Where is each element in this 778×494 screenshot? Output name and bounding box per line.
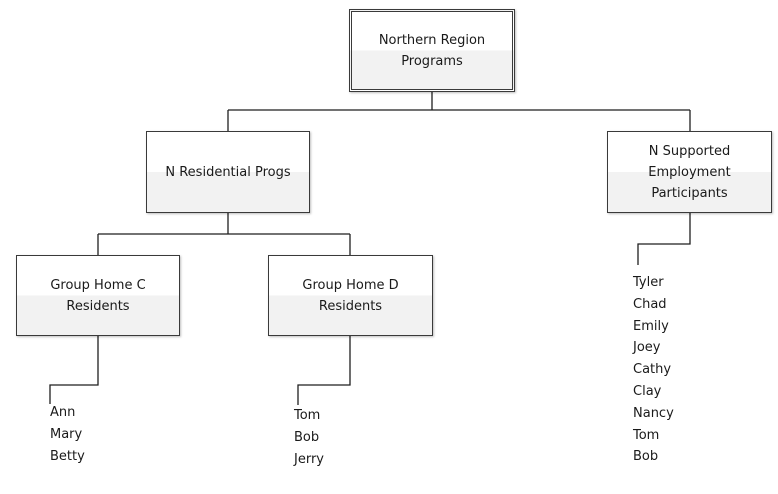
member-name: Mary xyxy=(50,426,83,442)
member-name: Tom xyxy=(294,408,321,423)
connector-root-to-level1 xyxy=(227,92,691,131)
member-name: Jerry xyxy=(294,451,324,467)
residential-node-label: N Residential Progs xyxy=(165,164,291,180)
member-name: Tom xyxy=(633,427,660,443)
member-name: Bob xyxy=(633,449,659,465)
member-name: Tyler xyxy=(633,275,664,290)
member-name: Nancy xyxy=(633,405,674,421)
node-n-residential-progs: N Residential Progs xyxy=(146,131,310,213)
connector-supported-to-names xyxy=(637,213,691,265)
member-name: Betty xyxy=(50,448,85,464)
member-name: Bob xyxy=(294,429,320,445)
connector-home-d-to-names xyxy=(297,336,351,405)
member-name: Joey xyxy=(633,340,661,356)
group-home-c-members: Ann Mary Betty xyxy=(50,402,85,467)
group-home-d-label: Group Home D Residents xyxy=(302,277,399,314)
root-node-northern-region-programs: Northern Region Programs xyxy=(349,9,515,92)
group-home-d-members: Tom Bob Jerry xyxy=(294,405,324,470)
connector-residential-to-homes xyxy=(97,213,351,255)
member-name: Chad xyxy=(633,296,667,312)
member-name: Clay xyxy=(633,383,662,399)
node-group-home-c: Group Home C Residents xyxy=(16,255,180,336)
member-name: Ann xyxy=(50,405,76,420)
supported-node-label: N Supported Employment Participants xyxy=(648,143,731,201)
group-home-c-label: Group Home C Residents xyxy=(50,277,146,314)
node-n-supported-employment: N Supported Employment Participants xyxy=(607,131,772,213)
member-name: Cathy xyxy=(633,362,672,378)
connector-home-c-to-names xyxy=(49,336,99,404)
root-node-label: Northern Region Programs xyxy=(378,32,486,69)
node-group-home-d: Group Home D Residents xyxy=(268,255,433,336)
supported-employment-members: Tyler Chad Emily Joey Cathy Clay Nancy T… xyxy=(633,272,674,468)
member-name: Emily xyxy=(633,318,669,334)
